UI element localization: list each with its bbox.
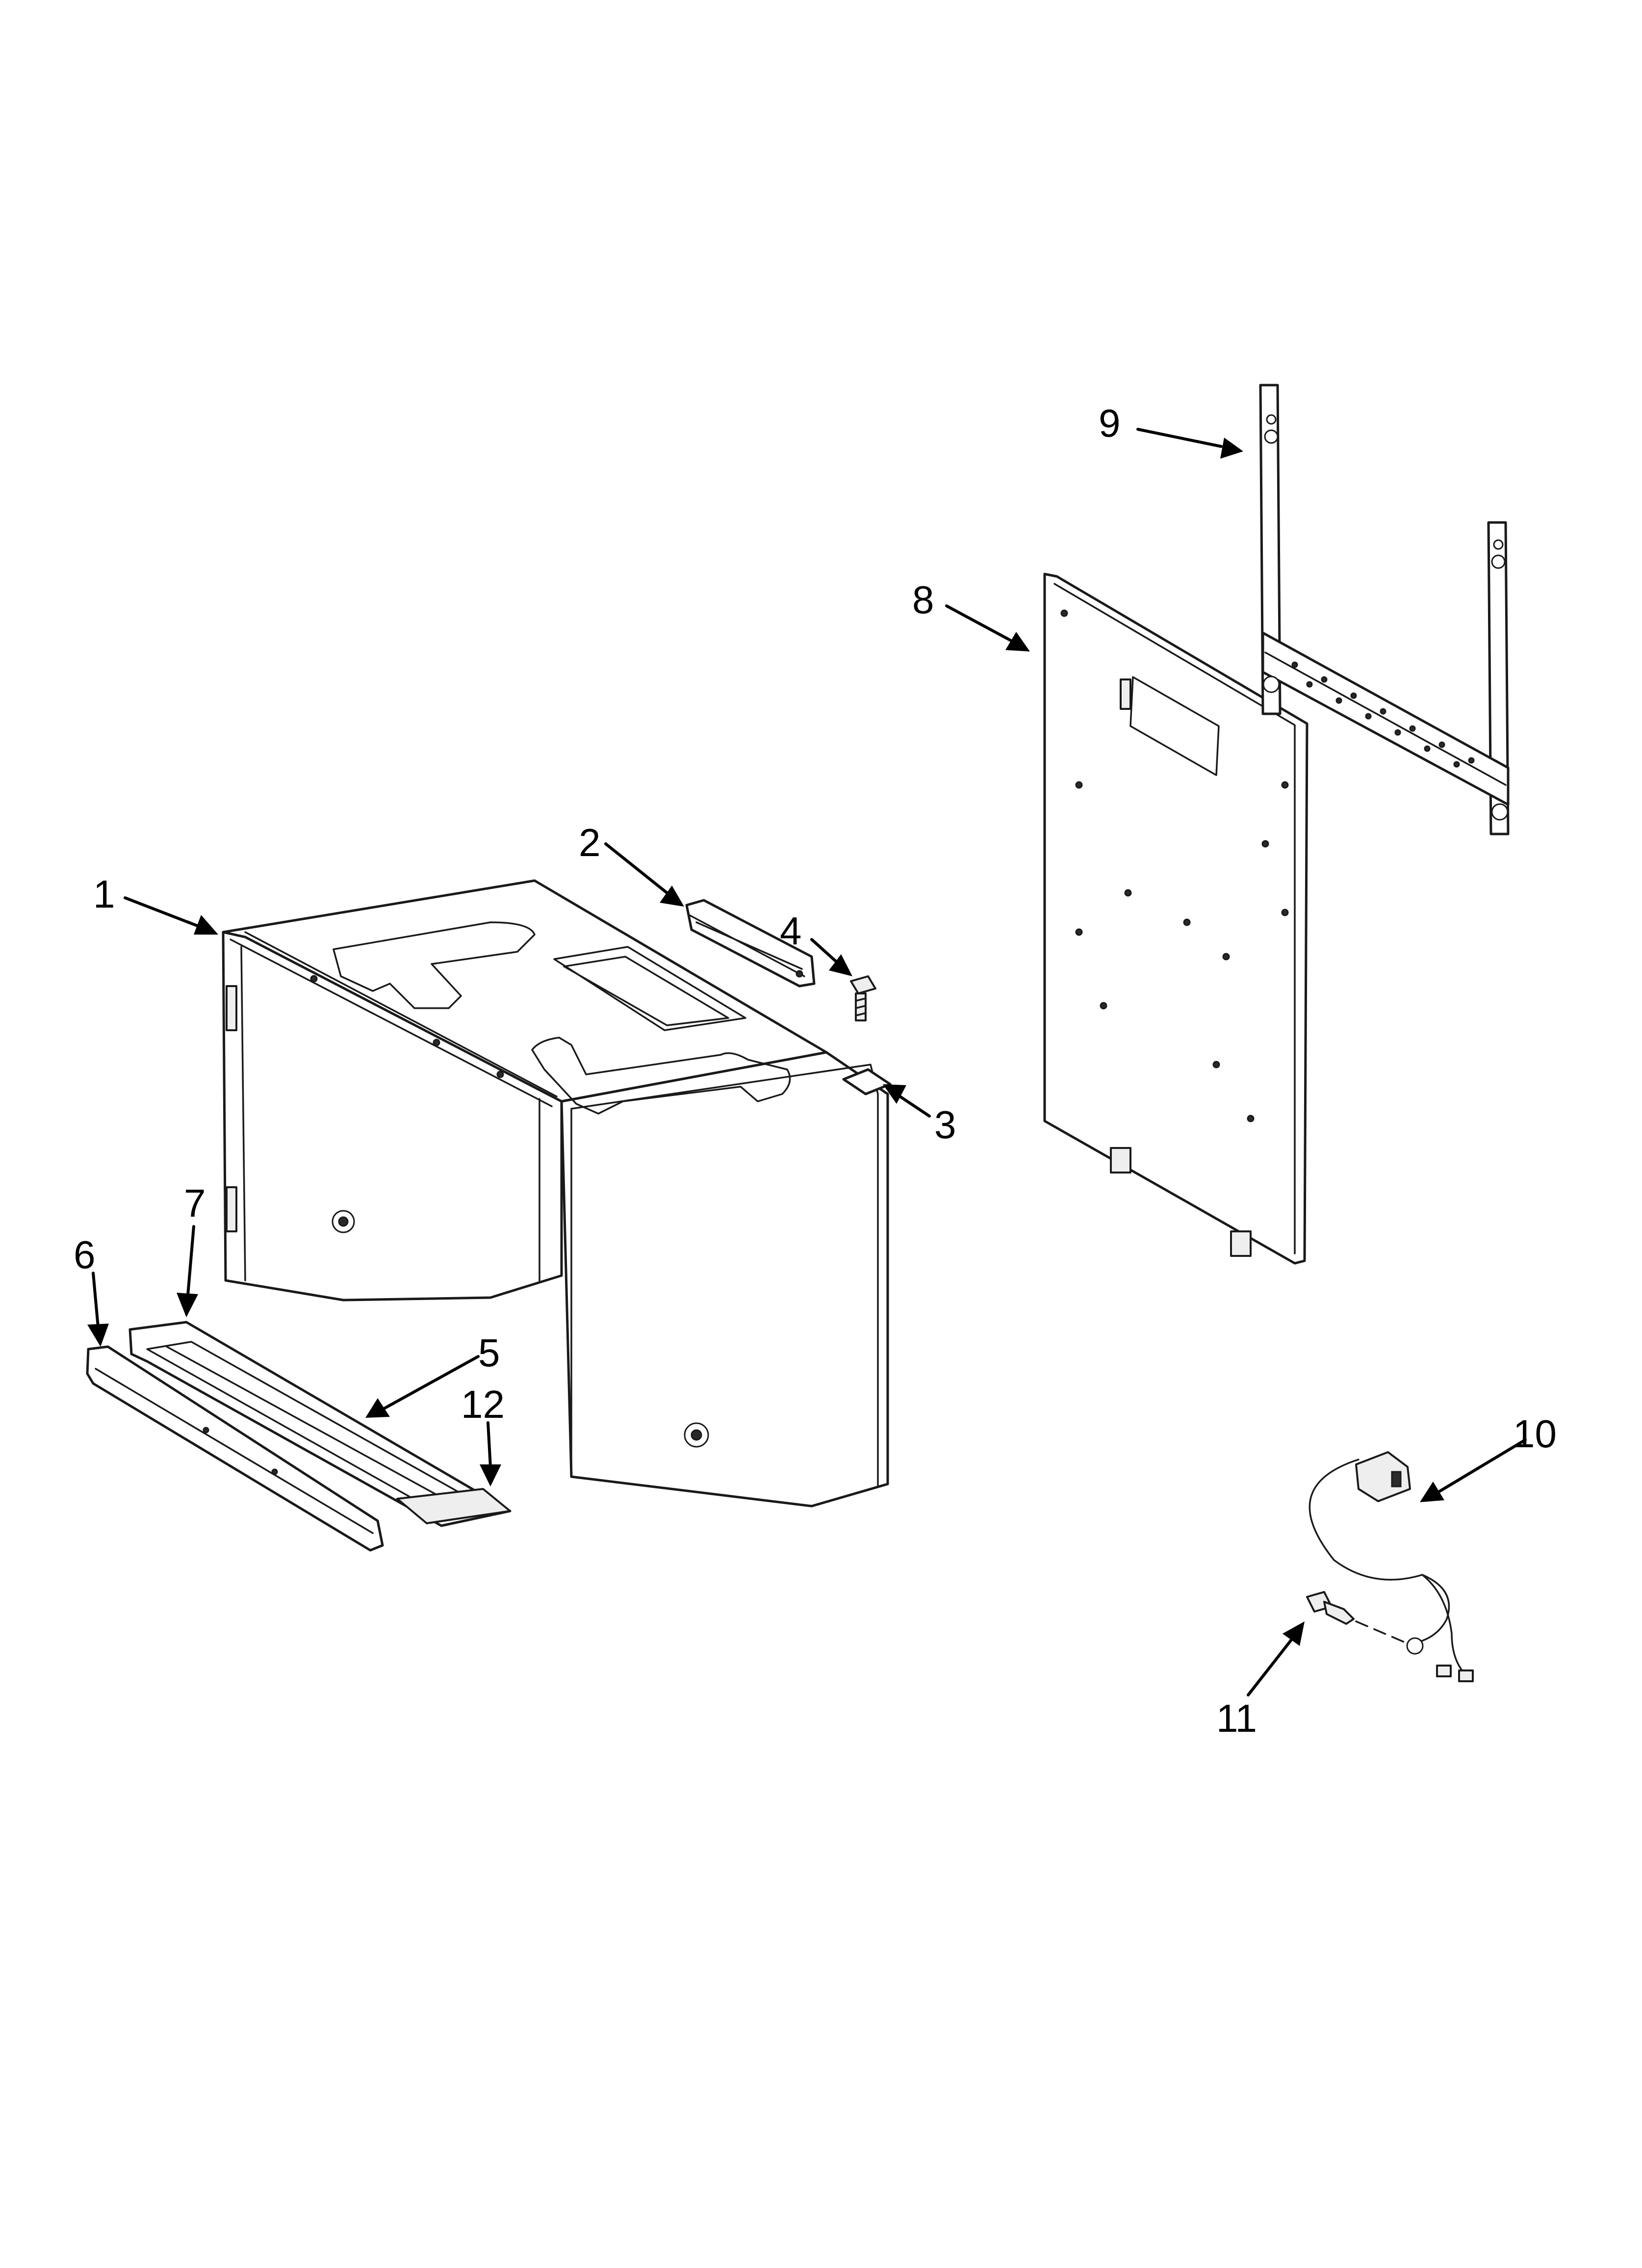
filter-retainer-part — [396, 1488, 511, 1524]
callout-4: 4 — [780, 909, 802, 953]
callout-labels: 1 2 3 4 5 6 7 8 9 10 11 12 — [74, 401, 1557, 1740]
callout-2: 2 — [579, 821, 601, 864]
ground-screw-part — [1306, 1591, 1409, 1644]
callout-10: 10 — [1513, 1412, 1557, 1456]
callout-12: 12 — [461, 1382, 505, 1426]
callout-7: 7 — [184, 1181, 206, 1225]
screw-part — [850, 975, 876, 1021]
back-panel-part — [1043, 573, 1308, 1265]
callout-1: 1 — [93, 872, 115, 916]
mounting-bracket-part — [1259, 384, 1510, 835]
callout-11: 11 — [1216, 1696, 1257, 1740]
callout-5: 5 — [478, 1331, 500, 1375]
filter-part — [128, 1321, 512, 1527]
leader-lines — [87, 428, 1527, 1696]
vent-bracket-part — [685, 899, 816, 988]
callout-6: 6 — [74, 1233, 96, 1277]
callout-8: 8 — [912, 578, 934, 622]
callout-9: 9 — [1099, 401, 1121, 445]
clip-part — [842, 1068, 892, 1095]
callout-3: 3 — [934, 1103, 956, 1147]
cabinet-wrapper-part — [222, 879, 889, 1508]
front-trim-part — [86, 1345, 384, 1552]
power-cord-part — [1308, 1451, 1474, 1682]
